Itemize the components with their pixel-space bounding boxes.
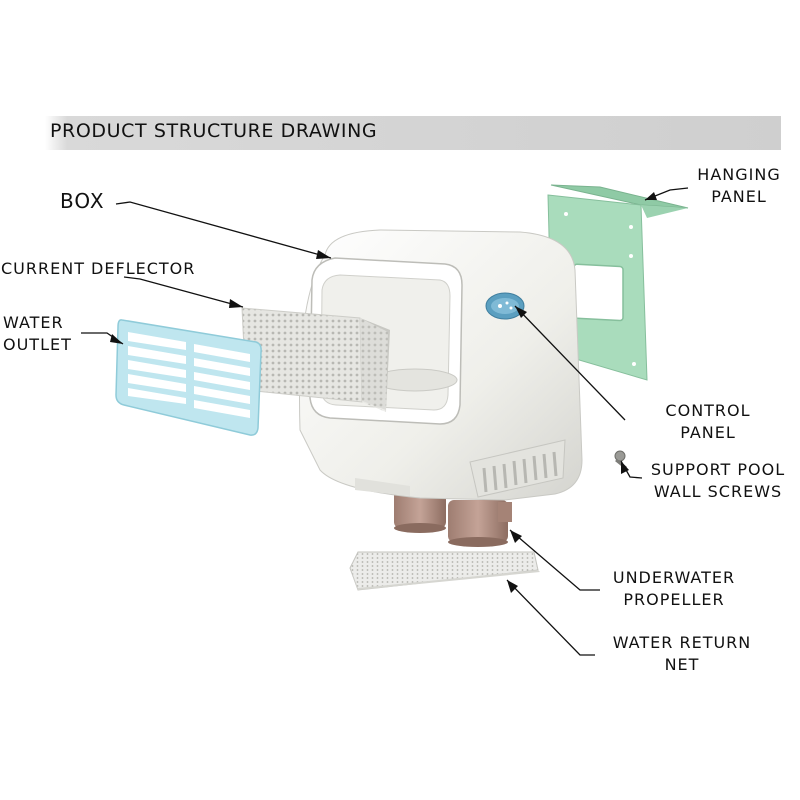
control-panel xyxy=(485,292,525,320)
label-support-screws-line1: SUPPORT POOL xyxy=(650,460,786,479)
leader-box xyxy=(115,201,332,259)
label-water-return-net-line2: NET xyxy=(664,655,700,674)
label-underwater-propeller-line1: UNDERWATER xyxy=(612,568,736,587)
label-control-panel: CONTROL PANEL xyxy=(651,400,765,444)
label-hanging-panel-line2: PANEL xyxy=(711,187,767,206)
page-title: PRODUCT STRUCTURE DRAWING xyxy=(50,120,378,142)
label-water-return-net-line1: WATER RETURN xyxy=(612,633,752,652)
label-water-outlet-line1: WATER xyxy=(3,313,64,332)
label-water-outlet: WATER OUTLET xyxy=(3,312,72,356)
water-outlet-grille xyxy=(115,319,262,436)
label-underwater-propeller-line2: PROPELLER xyxy=(623,590,725,609)
label-control-panel-line1: CONTROL xyxy=(665,401,751,420)
label-water-return-net: WATER RETURN NET xyxy=(598,632,766,676)
label-support-screws-line2: WALL SCREWS xyxy=(653,482,783,501)
title-bar xyxy=(45,116,781,150)
label-current-deflector: CURRENT DEFLECTOR xyxy=(1,259,196,278)
label-water-outlet-line2: OUTLET xyxy=(3,335,72,354)
label-underwater-propeller: UNDERWATER PROPELLER xyxy=(598,567,750,611)
label-hanging-panel: HANGING PANEL xyxy=(684,164,794,208)
current-deflector xyxy=(241,307,390,412)
water-return-net xyxy=(349,551,540,591)
leader-return-net xyxy=(506,579,595,656)
label-box: BOX xyxy=(60,189,105,213)
leader-current-deflector xyxy=(123,276,244,308)
label-support-screws: SUPPORT POOL WALL SCREWS xyxy=(637,459,799,503)
label-control-panel-line2: PANEL xyxy=(680,423,736,442)
label-hanging-panel-line1: HANGING xyxy=(697,165,781,184)
leader-propeller xyxy=(509,529,600,591)
leader-control-panel xyxy=(514,305,626,421)
